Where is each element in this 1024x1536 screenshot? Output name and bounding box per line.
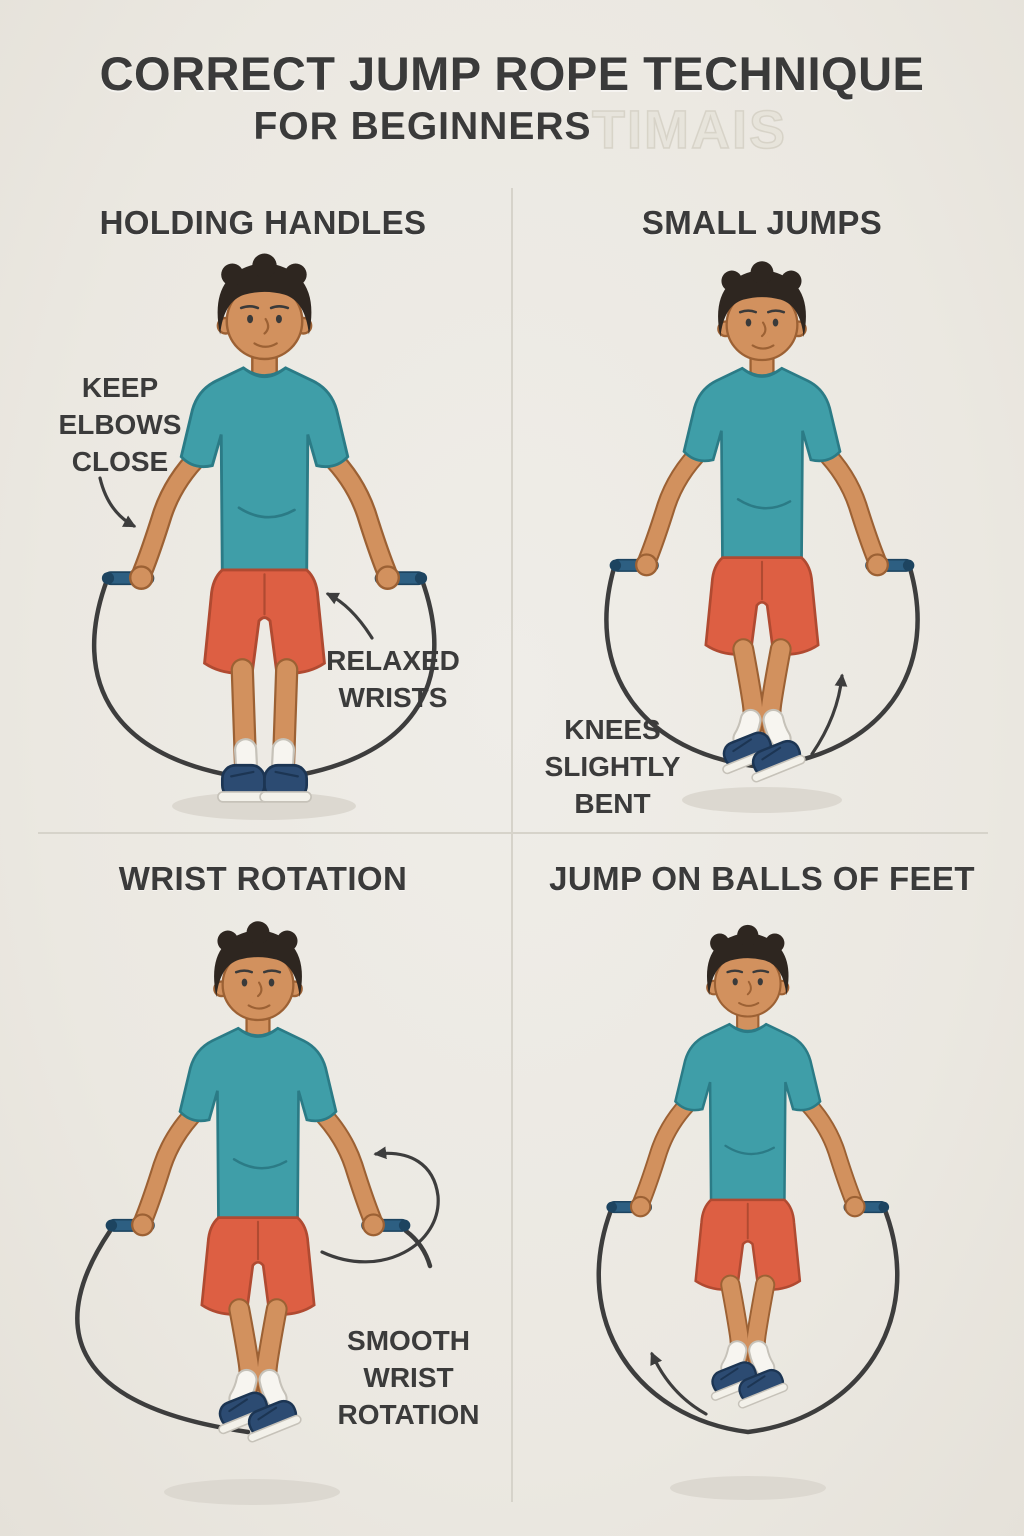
- panel-wrist-rotation-figure: [75, 921, 440, 1505]
- watermark: TIMAIS: [591, 99, 787, 161]
- heading-small-jumps: SMALL JUMPS: [641, 204, 883, 241]
- rotation-arrow-icon: [320, 1146, 440, 1264]
- page-subtitle: FOR BEGINNERS: [253, 105, 592, 148]
- heading-balls-of-feet: JUMP ON BALLS OF FEET: [549, 860, 975, 897]
- jump-rope-stub: [403, 1228, 433, 1269]
- jump-rope: [596, 1207, 900, 1435]
- annotation-smooth-wrist-rotation: SMOOTH WRIST ROTATION: [337, 1325, 480, 1430]
- panel-holding-handles-figure: [94, 254, 434, 820]
- panel-balls-of-feet-figure: [596, 925, 900, 1500]
- heading-wrist-rotation: WRIST ROTATION: [118, 860, 408, 897]
- jump-rope: [75, 1228, 251, 1435]
- wrist-arrow-icon: [325, 592, 374, 640]
- annotation-knees-slightly-bent: KNEES SLIGHTLY BENT: [544, 714, 681, 819]
- rope-swing-arrow-icon: [650, 1351, 708, 1416]
- page-title: CORRECT JUMP ROPE TECHNIQUE: [99, 47, 925, 100]
- heading-holding-handles: HOLDING HANDLES: [99, 204, 427, 241]
- annotation-keep-elbows-close: KEEP ELBOWS CLOSE: [58, 372, 182, 477]
- panel-small-jumps-figure: [606, 261, 917, 813]
- knees-arrow-icon: [810, 673, 848, 756]
- annotation-relaxed-wrists: RELAXED WRISTS: [326, 645, 460, 713]
- elbow-arrow-icon: [98, 476, 137, 528]
